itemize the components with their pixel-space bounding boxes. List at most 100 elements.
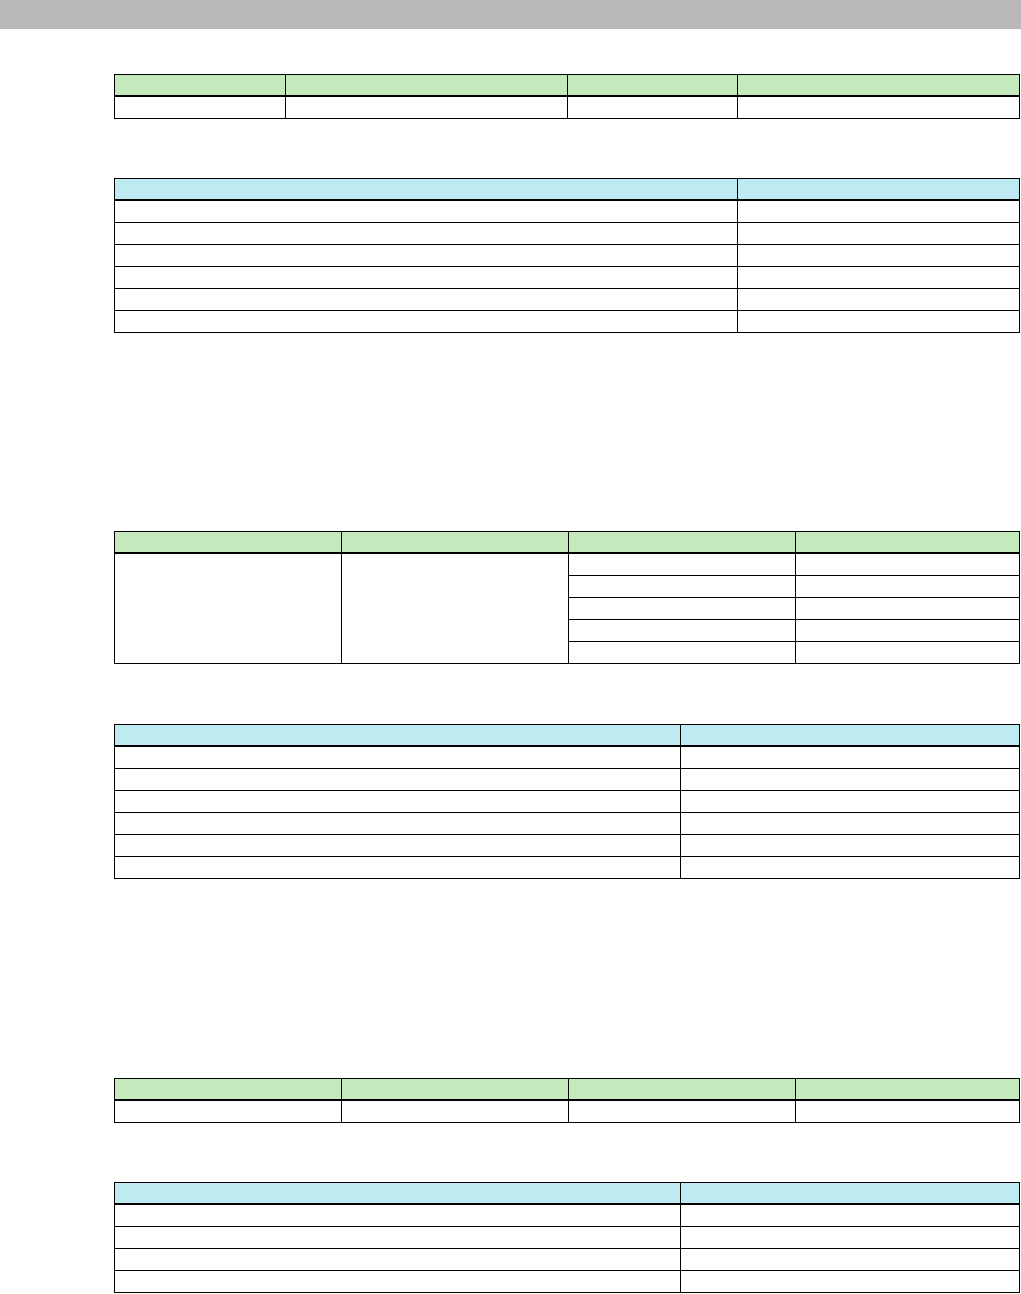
table-cell	[680, 1270, 1020, 1293]
table-cell	[680, 812, 1020, 835]
table-cell	[114, 768, 681, 791]
table-row	[114, 812, 1020, 835]
table-cell	[114, 1203, 681, 1227]
table-cell	[680, 1248, 1020, 1271]
table-header-row	[114, 1182, 1020, 1205]
table-row	[114, 288, 1020, 311]
table-cell	[795, 552, 1020, 576]
column-header	[737, 178, 1020, 201]
table-6	[114, 1182, 1020, 1293]
table-cell	[114, 552, 342, 664]
table-row	[114, 95, 1020, 119]
table-cell	[568, 597, 796, 620]
table-cell	[114, 95, 286, 119]
table-5	[114, 1078, 1020, 1123]
table-2	[114, 178, 1020, 333]
table-header-row	[114, 74, 1020, 97]
table-cell	[795, 575, 1020, 598]
column-header	[680, 724, 1020, 747]
column-header	[341, 1078, 569, 1101]
table-header-row	[114, 1078, 1020, 1101]
table-row	[114, 1099, 1020, 1123]
column-header	[114, 1182, 681, 1205]
table-cell	[114, 834, 681, 857]
table-cell	[680, 768, 1020, 791]
table-cell	[114, 288, 738, 311]
table-row	[114, 1270, 1020, 1293]
table-cell	[341, 552, 569, 664]
table-cell	[680, 1203, 1020, 1227]
column-header	[737, 74, 1020, 97]
table-cell	[114, 266, 738, 289]
column-header	[795, 531, 1020, 554]
table-4	[114, 724, 1020, 879]
table-header-row	[114, 531, 1020, 554]
column-header	[795, 1078, 1020, 1101]
table-cell	[737, 199, 1020, 223]
table-cell	[114, 244, 738, 267]
column-header	[114, 178, 738, 201]
table-row	[114, 266, 1020, 289]
table-cell	[285, 95, 568, 119]
table-cell	[114, 790, 681, 813]
table-cell	[568, 575, 796, 598]
table-cell	[114, 856, 681, 879]
table-cell	[795, 1099, 1020, 1123]
table-cell	[114, 745, 681, 769]
column-header	[114, 74, 286, 97]
column-header	[568, 531, 796, 554]
table-row	[115, 641, 1020, 664]
table-cell	[680, 790, 1020, 813]
column-header	[285, 74, 568, 97]
table-cell	[114, 1099, 342, 1123]
table-cell	[737, 244, 1020, 267]
table-cell	[114, 812, 681, 835]
table-3	[114, 531, 1020, 664]
table-row	[114, 768, 1020, 791]
column-header	[114, 1078, 342, 1101]
table-row	[114, 244, 1020, 267]
table-row	[114, 1226, 1020, 1249]
column-header	[680, 1182, 1020, 1205]
table-row	[114, 552, 1020, 664]
table-cell	[680, 745, 1020, 769]
table-row	[114, 1248, 1020, 1271]
column-header	[568, 1078, 796, 1101]
table-row	[114, 310, 1020, 333]
table-cell	[114, 1270, 681, 1293]
column-header	[114, 724, 681, 747]
table-row	[114, 856, 1020, 879]
table-row	[115, 575, 1020, 598]
column-header	[567, 74, 738, 97]
table-cell	[795, 619, 1020, 642]
table-cell	[795, 597, 1020, 620]
table-cell	[568, 641, 796, 664]
table-cell	[567, 95, 738, 119]
table-cell	[114, 199, 738, 223]
table-cell	[737, 288, 1020, 311]
table-row	[114, 790, 1020, 813]
table-cell	[737, 222, 1020, 245]
top-bar	[0, 0, 1021, 29]
table-header-row	[114, 724, 1020, 747]
table-row	[114, 222, 1020, 245]
table-row	[114, 199, 1020, 223]
table-row	[114, 1203, 1020, 1227]
table-cell	[568, 552, 796, 576]
table-cell	[341, 1099, 569, 1123]
table-cell	[568, 1099, 796, 1123]
table-cell	[114, 310, 738, 333]
table-cell	[568, 619, 796, 642]
table-cell	[737, 266, 1020, 289]
table-cell	[680, 1226, 1020, 1249]
column-header	[114, 531, 342, 554]
table-cell	[737, 310, 1020, 333]
table-header-row	[114, 178, 1020, 201]
table-row	[114, 745, 1020, 769]
table-cell	[680, 856, 1020, 879]
table-cell	[114, 1248, 681, 1271]
table-cell	[114, 1226, 681, 1249]
table-1	[114, 74, 1020, 119]
column-header	[341, 531, 569, 554]
table-cell	[737, 95, 1020, 119]
